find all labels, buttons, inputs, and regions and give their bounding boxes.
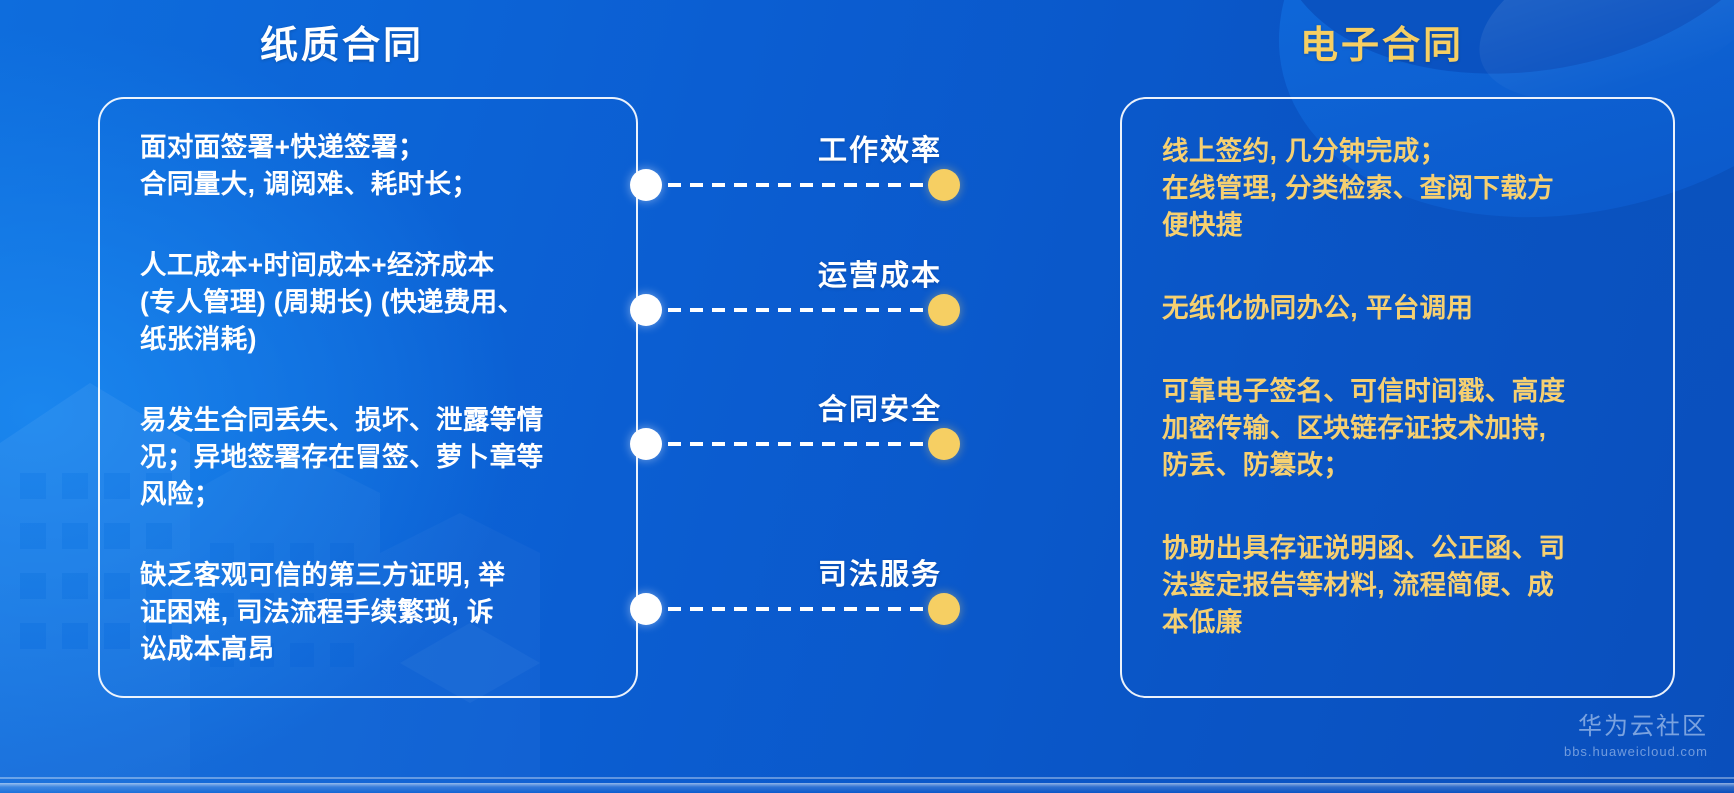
paper-block-cost-line-2: (专人管理) (周期长) (快递费用、 — [140, 287, 525, 317]
electronic-block-security-line-3: 防丢、防篡改； — [1162, 450, 1351, 480]
electronic-block-judicial: 协助出具存证说明函、公正函、司 法鉴定报告等材料, 流程简便、成 本低廉 — [1162, 530, 1639, 641]
paper-block-judicial-line-2: 证困难, 司法流程手续繁琐, 诉 — [140, 597, 494, 627]
watermark: 华为云社区 bbs.huaweicloud.com — [1564, 706, 1708, 759]
white-dot-icon-efficiency — [630, 169, 662, 201]
paper-block-cost: 人工成本+时间成本+经济成本 (专人管理) (周期长) (快递费用、 纸张消耗) — [140, 247, 602, 358]
paper-block-efficiency: 面对面签署+快递签署； 合同量大, 调阅难、耗时长； — [140, 129, 602, 203]
electronic-block-efficiency-line-2: 在线管理, 分类检索、查阅下载方 — [1162, 173, 1555, 203]
electronic-contract-card-body: 线上签约, 几分钟完成； 在线管理, 分类检索、查阅下载方 便快捷 无纸化协同办… — [1122, 99, 1673, 641]
watermark-url: bbs.huaweicloud.com — [1563, 744, 1708, 759]
connector-label-cost: 运营成本 — [817, 260, 942, 292]
dashed-line-cost — [668, 308, 930, 312]
dashed-line-judicial — [668, 607, 930, 611]
electronic-block-judicial-line-1: 协助出具存证说明函、公正函、司 — [1162, 533, 1566, 563]
paper-block-security-line-2: 况；异地签署存在冒签、萝卜章等 — [140, 442, 544, 472]
gold-dot-icon-efficiency — [928, 169, 960, 201]
dashed-line-efficiency — [668, 183, 930, 187]
electronic-block-security-line-1: 可靠电子签名、可信时间戳、高度 — [1162, 376, 1566, 406]
gold-dot-icon-judicial — [928, 593, 960, 625]
paper-block-cost-line-1: 人工成本+时间成本+经济成本 — [140, 250, 495, 280]
electronic-block-judicial-line-2: 法鉴定报告等材料, 流程简便、成 — [1162, 570, 1555, 600]
paper-block-cost-line-3: 纸张消耗) — [140, 324, 257, 354]
paper-block-efficiency-line-2: 合同量大, 调阅难、耗时长； — [140, 169, 479, 199]
paper-block-security-line-1: 易发生合同丢失、损坏、泄露等情 — [140, 405, 544, 435]
paper-block-security: 易发生合同丢失、损坏、泄露等情 况；异地签署存在冒签、萝卜章等 风险； — [140, 402, 602, 513]
paper-block-security-line-3: 风险； — [140, 479, 221, 509]
white-dot-icon-security — [630, 428, 662, 460]
paper-block-judicial-line-3: 讼成本高昂 — [140, 634, 275, 664]
gold-dot-icon-security — [928, 428, 960, 460]
electronic-block-efficiency: 线上签约, 几分钟完成； 在线管理, 分类检索、查阅下载方 便快捷 — [1162, 133, 1639, 244]
electronic-block-cost: 无纸化协同办公, 平台调用 — [1162, 290, 1639, 327]
gold-dot-icon-cost — [928, 294, 960, 326]
electronic-block-cost-line-1: 无纸化协同办公, 平台调用 — [1162, 293, 1474, 323]
electronic-block-security: 可靠电子签名、可信时间戳、高度 加密传输、区块链存证技术加持, 防丢、防篡改； — [1162, 373, 1639, 484]
electronic-block-judicial-line-3: 本低廉 — [1162, 607, 1243, 637]
connector-label-security: 合同安全 — [817, 394, 942, 426]
paper-block-judicial: 缺乏客观可信的第三方证明, 举 证困难, 司法流程手续繁琐, 诉 讼成本高昂 — [140, 557, 602, 668]
dashed-line-security — [668, 442, 930, 446]
page-title-electronic-contract: 电子合同 — [1300, 25, 1465, 67]
white-dot-icon-cost — [630, 294, 662, 326]
watermark-brand: 华为云社区 — [1578, 713, 1708, 740]
connector-label-efficiency: 工作效率 — [817, 135, 942, 167]
comparison-connectors: 工作效率 运营成本 合同安全 司法服务 — [630, 97, 1120, 698]
electronic-block-security-line-2: 加密传输、区块链存证技术加持, — [1162, 413, 1547, 443]
electronic-block-efficiency-line-1: 线上签约, 几分钟完成； — [1162, 136, 1447, 166]
paper-block-judicial-line-1: 缺乏客观可信的第三方证明, 举 — [140, 560, 506, 590]
electronic-contract-card: 线上签约, 几分钟完成； 在线管理, 分类检索、查阅下载方 便快捷 无纸化协同办… — [1120, 97, 1675, 698]
bottom-accent-line-thin — [0, 777, 1734, 779]
paper-contract-card-body: 面对面签署+快递签署； 合同量大, 调阅难、耗时长； 人工成本+时间成本+经济成… — [100, 99, 636, 668]
electronic-block-efficiency-line-3: 便快捷 — [1162, 210, 1243, 240]
paper-contract-card: 面对面签署+快递签署； 合同量大, 调阅难、耗时长； 人工成本+时间成本+经济成… — [98, 97, 638, 698]
white-dot-icon-judicial — [630, 593, 662, 625]
connector-label-judicial: 司法服务 — [817, 559, 942, 591]
page-title-paper-contract: 纸质合同 — [260, 25, 425, 67]
paper-block-efficiency-line-1: 面对面签署+快递签署； — [140, 132, 425, 162]
bottom-accent-line — [0, 783, 1734, 793]
